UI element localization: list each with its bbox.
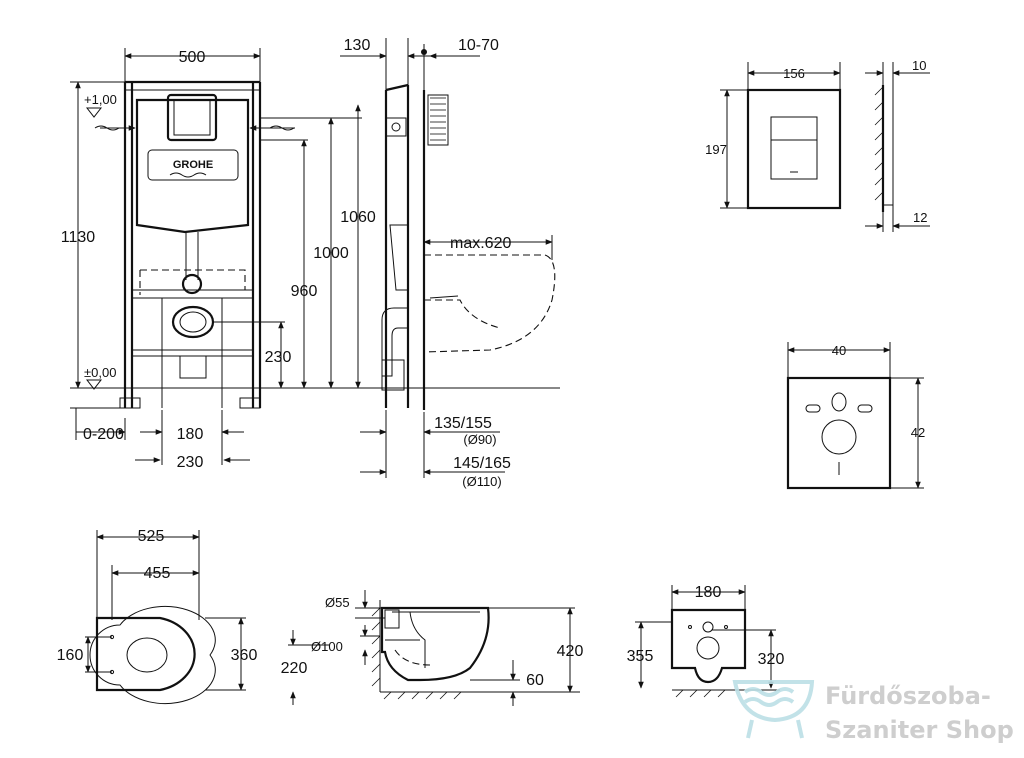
dim-130: 130 bbox=[344, 37, 371, 54]
dim-355: 355 bbox=[627, 648, 654, 665]
shop-watermark: Fürdőszoba- Szaniter Shop bbox=[732, 680, 1014, 744]
dim-1130: 1130 bbox=[61, 229, 96, 246]
dim-1060: 1060 bbox=[340, 209, 376, 226]
dim-160: 160 bbox=[57, 647, 84, 664]
bowl-back-view: 180 355 320 bbox=[627, 584, 785, 698]
level-top: +1,00 bbox=[84, 92, 117, 107]
bowl-floor-hatch bbox=[383, 691, 462, 700]
bowl-side-view: Ø55 Ø100 220 420 60 bbox=[281, 590, 584, 706]
dim-0-200: 0-200 bbox=[83, 426, 124, 443]
frame-front-view: 500 GROHE bbox=[61, 48, 560, 471]
dim-max-620: max.620 bbox=[450, 235, 511, 252]
watermark-line1: Fürdőszoba- bbox=[825, 682, 991, 710]
dim-10-70: 10-70 bbox=[458, 37, 499, 54]
dim-d100: Ø100 bbox=[311, 639, 343, 654]
dim-230-bottom: 230 bbox=[177, 454, 204, 471]
dim-455: 455 bbox=[144, 565, 171, 582]
dim-525: 525 bbox=[138, 528, 165, 545]
dim-197: 197 bbox=[705, 142, 727, 157]
dim-135-155: 135/155 bbox=[434, 415, 492, 432]
watermark-line2: Szaniter Shop bbox=[825, 716, 1014, 744]
back-floor-hatch bbox=[675, 689, 726, 698]
frame-side-view: 130 10-70 bbox=[340, 37, 556, 489]
bathtub-logo-icon bbox=[732, 680, 815, 739]
dim-500: 500 bbox=[179, 49, 206, 66]
dim-1000: 1000 bbox=[313, 245, 349, 262]
dim-145-165: 145/165 bbox=[453, 455, 511, 472]
dim-d55: Ø55 bbox=[325, 595, 350, 610]
bowl-wall-hatch bbox=[371, 607, 381, 687]
flush-plate-view: 156 197 10 12 bbox=[705, 58, 930, 232]
dim-360: 360 bbox=[231, 647, 258, 664]
dim-60: 60 bbox=[526, 672, 544, 689]
bowl-top-view: 525 455 360 160 bbox=[57, 528, 258, 704]
dim-40: 40 bbox=[832, 343, 846, 358]
dim-42: 42 bbox=[911, 425, 925, 440]
dim-12: 12 bbox=[913, 210, 927, 225]
dim-d90: (Ø90) bbox=[463, 432, 496, 447]
dim-220: 220 bbox=[281, 660, 308, 677]
dim-230: 230 bbox=[265, 349, 292, 366]
dim-320: 320 bbox=[758, 651, 785, 668]
dim-156: 156 bbox=[783, 66, 805, 81]
level-floor: ±0,00 bbox=[84, 365, 116, 380]
dim-d110: (Ø110) bbox=[462, 474, 502, 489]
dim-180: 180 bbox=[177, 426, 204, 443]
dim-10: 10 bbox=[912, 58, 926, 73]
dim-180-back: 180 bbox=[695, 584, 722, 601]
dim-420: 420 bbox=[557, 643, 584, 660]
wall-hatch bbox=[430, 97, 446, 141]
grohe-logo: GROHE bbox=[173, 159, 213, 171]
plate-hatch bbox=[874, 86, 884, 201]
dim-960: 960 bbox=[291, 283, 318, 300]
sound-pad-view: 40 42 bbox=[786, 342, 925, 490]
